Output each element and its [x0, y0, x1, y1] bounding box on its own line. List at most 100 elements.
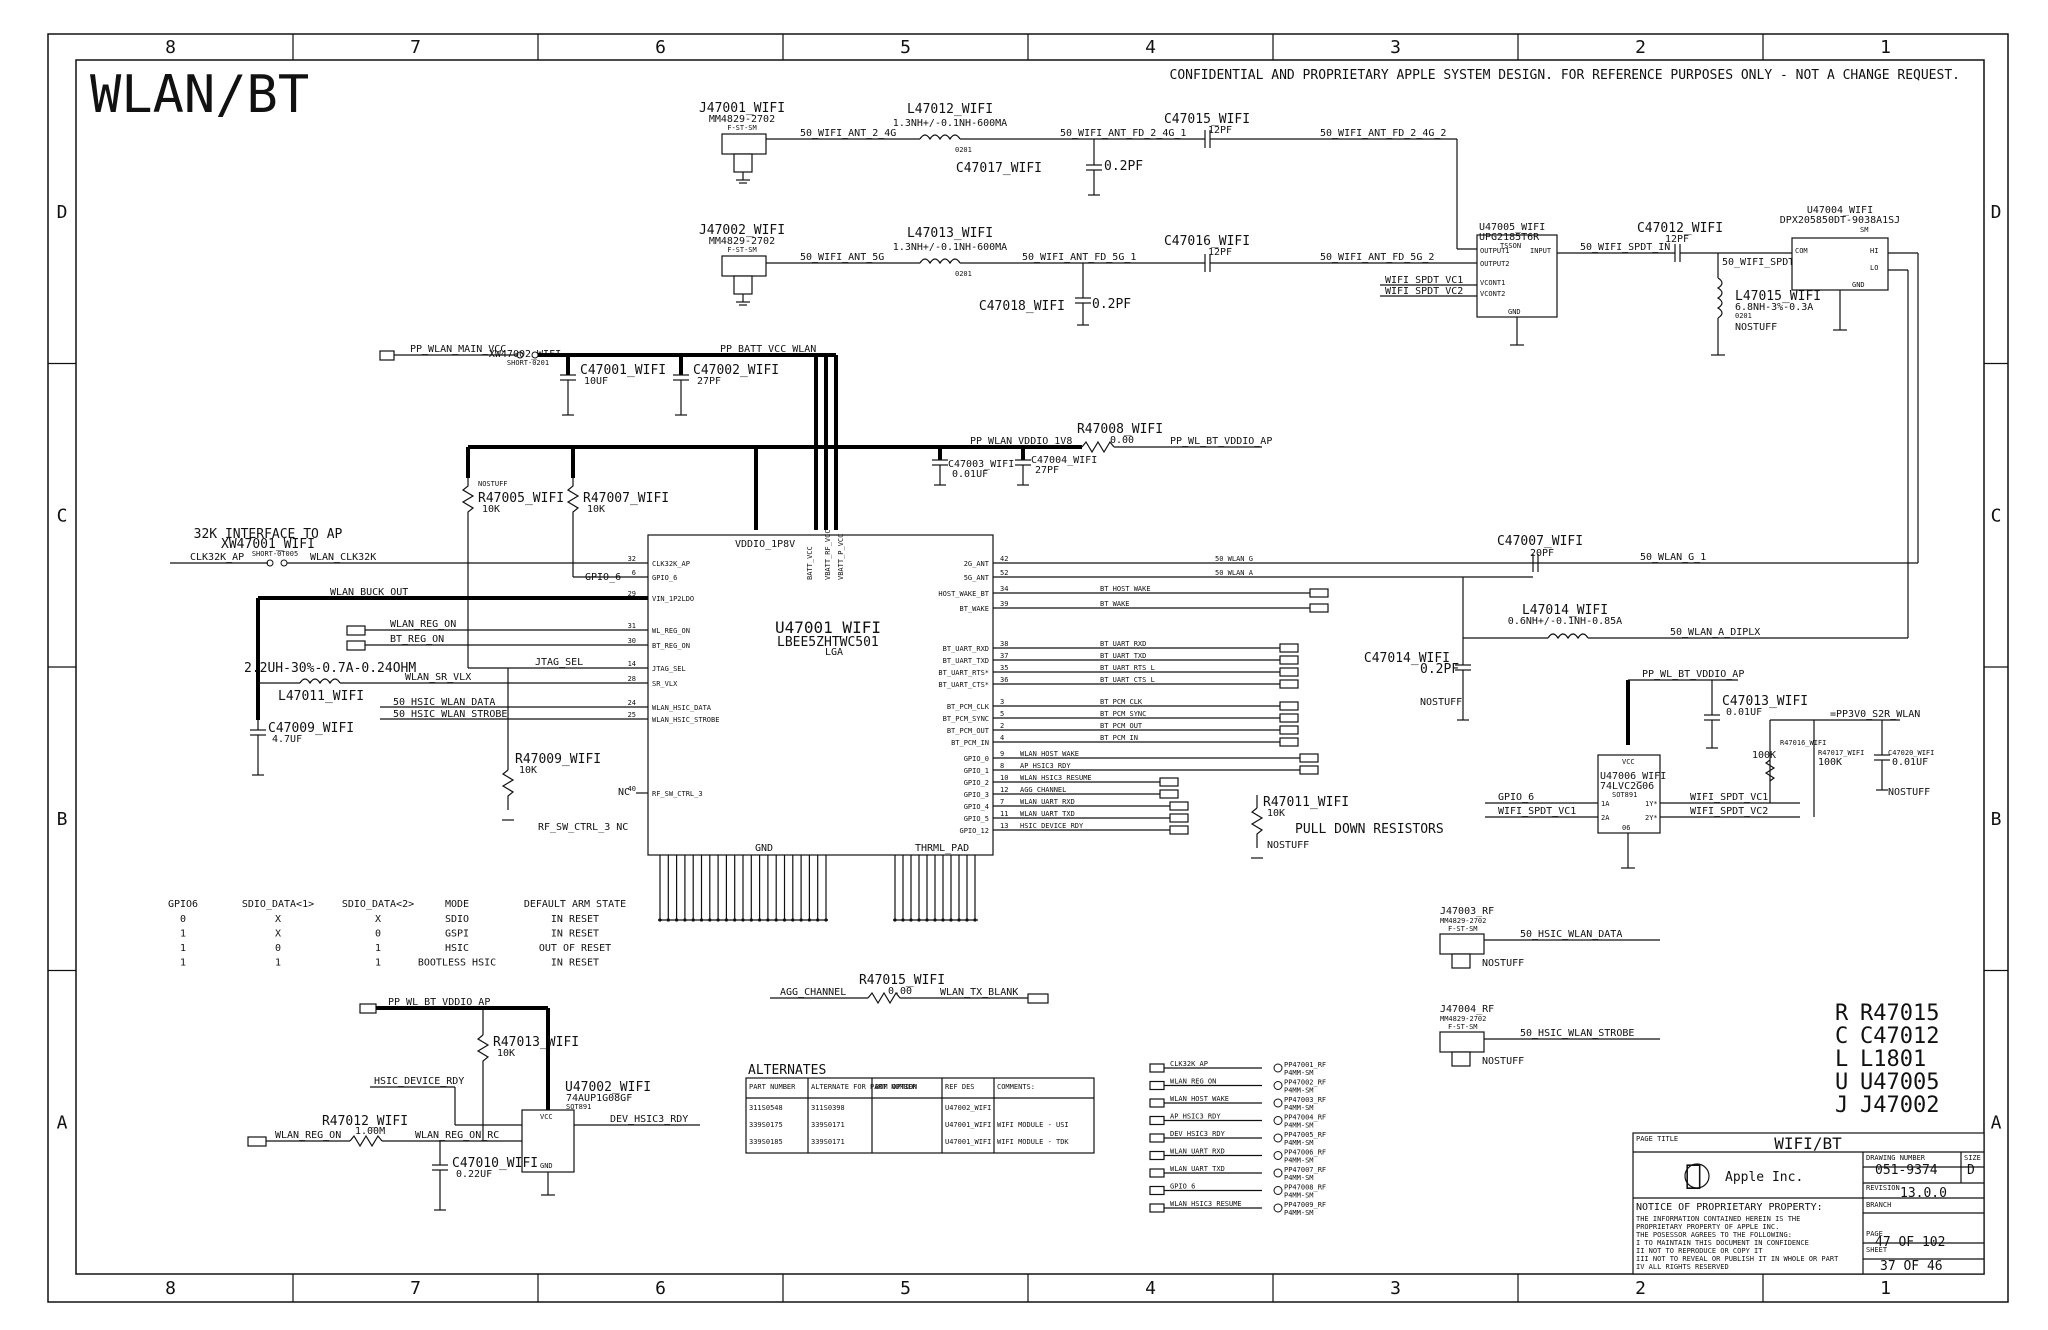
u47001-pin-num: 10	[1000, 774, 1008, 782]
net-wlan-main-vcc: PP_WLAN_MAIN_VCC	[410, 344, 506, 355]
zone-row-right-D: D	[1991, 202, 2002, 223]
r47005-stuff: NOSTUFF	[478, 480, 508, 488]
notice-line: THE POSESSOR AGREES TO THE FOLLOWING:	[1636, 1231, 1792, 1239]
tp-sub: P4MM-SM	[1284, 1209, 1314, 1217]
u47001-pin-name: GPIO_3	[964, 791, 989, 799]
j47003-part: MM4829-2702	[1440, 917, 1486, 925]
u47002-pkg: SOT891	[566, 1103, 591, 1111]
net-label: BT_UART_RXD	[1100, 640, 1146, 648]
net-label: BT_UART_TXD	[1100, 652, 1146, 660]
j47004-ref: J47004_RF	[1440, 1004, 1494, 1015]
net-fd-5g-1: 50_WIFI_ANT_FD_5G_1	[1022, 252, 1136, 263]
net-bt-reg-on: BT_REG_ON	[390, 634, 444, 645]
j47002-sub: F-ST-SM	[727, 246, 757, 254]
alternates-header: COMMENTS:	[997, 1083, 1035, 1091]
net-label: BT_UART_RTS_L	[1100, 664, 1155, 672]
tp-net: WLAN_REG_ON	[1170, 1078, 1216, 1086]
j47003-connector	[1439, 933, 1485, 955]
u47002-part: 74AUP1G08GF	[566, 1093, 632, 1104]
gpio-table-cell: BOOTLESS HSIC	[418, 958, 496, 969]
notice-line: II NOT TO REPRODUCE OR COPY IT	[1636, 1247, 1763, 1255]
u47006-vcc: VCC	[1622, 758, 1635, 766]
gpio-table-cell: X	[275, 914, 281, 925]
alternates-cell: 339S0175	[749, 1121, 783, 1129]
j47002-body	[733, 275, 753, 295]
zone-col-bottom-5: 5	[900, 1278, 911, 1299]
u47006-part: 74LVC2G06	[1600, 781, 1654, 792]
net-wlan-reg-on-rc: WLAN_REG_ON_RC	[415, 1130, 499, 1141]
alternates-cell: U47001_WIFI	[945, 1121, 991, 1129]
c47013-ref: C47013_WIFI	[1722, 694, 1808, 709]
c47020-stuff: NOSTUFF	[1888, 787, 1930, 798]
c47007-val: 20PF	[1530, 548, 1554, 559]
r47015-agg-channel: R47015_WIFI 0.00 AGG_CHANNEL WLAN_TX_BLA…	[770, 973, 1049, 1005]
inverter-u47006: PP_WL_BT_VDDIO_AP C47013_WIFI 0.01UF U47…	[1485, 669, 1934, 869]
net-j4-hsic-strobe: 50_HSIC_WLAN_STROBE	[1520, 1028, 1634, 1039]
tp-sub: P4MM-SM	[1284, 1174, 1314, 1182]
u47001-pin-name: BT_PCM_OUT	[947, 727, 990, 735]
u47005-out1: OUTPUT1	[1480, 247, 1510, 255]
u47005-ref: U47005_WIFI	[1479, 222, 1545, 233]
u47001-pin-num: 14	[628, 660, 636, 668]
size-label: SIZE	[1964, 1154, 1981, 1162]
net-wlan-g-1: 50_WLAN_G_1	[1640, 552, 1706, 563]
c47014-ref: C47014_WIFI	[1364, 651, 1450, 666]
tp-net: WLAN_HSIC3_RESUME	[1170, 1200, 1242, 1208]
u47001-pin-num: 32	[628, 555, 636, 563]
j47003-ref: J47003_RF	[1440, 906, 1494, 917]
gpio-table-cell: SDIO	[445, 914, 469, 925]
ref-value: R47015	[1860, 1001, 1939, 1026]
antenna-2g4-path: J47001_WIFI MM4829-2702 F-ST-SM 50_WIFI_…	[699, 101, 1477, 250]
u47001-vbatt-p: VBATT_P_VCC	[837, 534, 845, 580]
ref-letter: L	[1835, 1047, 1848, 1072]
gpio-table-header: DEFAULT ARM STATE	[524, 899, 626, 910]
u47001-pin-name: VIN_1P2LDO	[652, 595, 694, 603]
c47002-ref: C47002_WIFI	[693, 363, 779, 378]
xw47001-ref: XW47001_WIFI	[221, 537, 315, 552]
gpio-table-cell: IN RESET	[551, 929, 599, 940]
l47015-val: 6.8NH-3%-0.3A	[1735, 302, 1813, 313]
tp-sub: P4MM-SM	[1284, 1087, 1314, 1095]
net-wlan-a-diplx: 50_WLAN_A_DIPLX	[1670, 627, 1760, 638]
alternates-header: REF DES	[945, 1083, 975, 1091]
zone-row-right-A: A	[1991, 1112, 2002, 1133]
alternates-cell: 339S0185	[749, 1138, 783, 1146]
c47012-ref: C47012_WIFI	[1637, 221, 1723, 236]
u47001-pin-name: HOST_WAKE_BT	[938, 590, 989, 598]
u47001-batt-vcc: BATT_VCC	[806, 546, 814, 580]
r47011-stuff: NOSTUFF	[1267, 840, 1309, 851]
r47009-val: 10K	[519, 765, 537, 776]
net-wlan-buck-out: WLAN_BUCK_OUT	[330, 587, 408, 598]
notice-lines: THE INFORMATION CONTAINED HEREIN IS THEP…	[1636, 1215, 1839, 1271]
u47001-pin-num: 7	[1000, 798, 1004, 806]
r47016-val: 100K	[1752, 750, 1776, 761]
notice-line: I TO MAINTAIN THIS DOCUMENT IN CONFIDENC…	[1636, 1239, 1809, 1247]
confidential-notice: CONFIDENTIAL AND PROPRIETARY APPLE SYSTE…	[1170, 68, 1961, 83]
ref-value: U47005	[1860, 1070, 1939, 1095]
j47004-part: MM4829-2702	[1440, 1015, 1486, 1023]
net-label: HSIC_DEVICE_RDY	[1020, 822, 1084, 830]
u47002-vcc: VCC	[540, 1113, 553, 1121]
alternates-header: BOM OPTION	[875, 1083, 917, 1091]
u47005-out2: OUTPUT2	[1480, 260, 1510, 268]
gpio-table-cell: 1	[180, 943, 186, 954]
alternates-cell: 339S0171	[811, 1138, 845, 1146]
gpio-table-cell: 0	[275, 943, 281, 954]
u47001-pin-name: GPIO_5	[964, 815, 989, 823]
net-label: WLAN_UART_TXD	[1020, 810, 1075, 818]
u47005-pkg: TSSON	[1500, 242, 1521, 250]
net-label: BT_PCM_IN	[1100, 734, 1138, 742]
zone-col-top-7: 7	[410, 37, 421, 58]
r47015-ref: R47015_WIFI	[859, 973, 945, 988]
zone-row-left-B: B	[57, 809, 68, 830]
r47008-val: 0.00	[1110, 435, 1134, 446]
net-label: AGG_CHANNEL	[1020, 786, 1066, 794]
gpio-table-header: MODE	[445, 899, 469, 910]
net-vddio-1v8: PP_WLAN_VDDIO_1V8	[970, 436, 1072, 447]
tp-ref: PP47009_RF	[1284, 1201, 1326, 1209]
zone-col-bottom-7: 7	[410, 1278, 421, 1299]
net-spdt-vc1-out: WIFI_SPDT_VC1	[1690, 792, 1768, 803]
u47001-vddio: VDDIO_1P8V	[735, 539, 795, 550]
u47001-ref: U47001_WIFI	[775, 618, 881, 637]
